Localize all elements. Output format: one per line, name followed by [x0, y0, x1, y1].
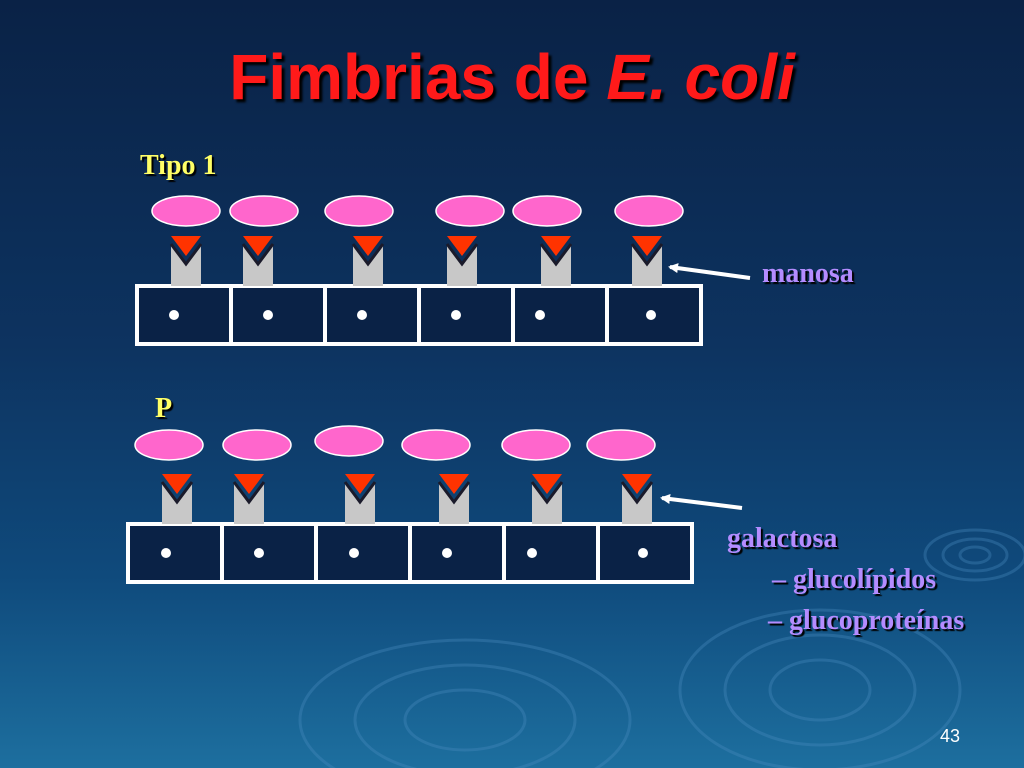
p-adhesin [134, 429, 204, 461]
p-cell-nucleus [254, 548, 264, 558]
galactosa-arrow [660, 494, 743, 510]
type1-cell-nucleus [535, 310, 545, 320]
type1-cell-nucleus [357, 310, 367, 320]
type1-adhesin [151, 195, 221, 227]
type1-label: Tipo 1 [140, 150, 217, 181]
type1-fimbria-tip [447, 236, 477, 256]
type1-adhesin [229, 195, 299, 227]
p-fimbria-tip [234, 474, 264, 494]
type1-receptor-notch [241, 243, 275, 267]
p-receptor-notch [232, 481, 266, 505]
p-receptor-notch [437, 481, 471, 505]
p-receptor-notch [530, 481, 564, 505]
p-adhesin [222, 429, 292, 461]
p-cell-nucleus [442, 548, 452, 558]
type1-fimbria-tip [171, 236, 201, 256]
type1-receptor-notch [539, 243, 573, 267]
type1-group [135, 195, 703, 346]
page-number: 43 [939, 726, 961, 746]
p-cell-nucleus [638, 548, 648, 558]
manosa-arrow [668, 263, 751, 280]
type1-receptor-notch [630, 243, 664, 267]
type1-receptor-notch [169, 243, 203, 267]
type1-adhesin [435, 195, 505, 227]
p-adhesin [314, 425, 384, 457]
type1-receptor-notch [445, 243, 479, 267]
type1-fimbria-tip [353, 236, 383, 256]
type1-adhesin [324, 195, 394, 227]
type1-fimbria-tip [632, 236, 662, 256]
p-adhesin [501, 429, 571, 461]
p-cell-nucleus [349, 548, 359, 558]
type1-cell-nucleus [263, 310, 273, 320]
slide-title: Fimbrias de E. coli [0, 40, 1024, 114]
glucolipidos-label: – glucolípidos [772, 564, 937, 595]
type1-adhesin [512, 195, 582, 227]
p-receptor-notch [343, 481, 377, 505]
type1-receptor-notch [351, 243, 385, 267]
p-adhesin [586, 429, 656, 461]
p-adhesin [401, 429, 471, 461]
type1-cell-nucleus [646, 310, 656, 320]
manosa-label: manosa [762, 258, 854, 289]
type1-cell-nucleus [169, 310, 179, 320]
p-fimbria-tip [162, 474, 192, 494]
p-fimbria-tip [622, 474, 652, 494]
type1-fimbria-tip [541, 236, 571, 256]
title-main-text: Fimbrias de [229, 41, 607, 113]
galactosa-label: galactosa [727, 523, 838, 554]
p-label: P [155, 393, 173, 424]
p-receptor-notch [160, 481, 194, 505]
p-fimbria-tip [532, 474, 562, 494]
type1-adhesin [614, 195, 684, 227]
glucoproteinas-label: – glucoproteínas [768, 605, 965, 636]
p-group [126, 425, 694, 584]
p-cell-nucleus [527, 548, 537, 558]
p-fimbria-tip [439, 474, 469, 494]
type1-cell-nucleus [451, 310, 461, 320]
title-species-text: E. coli [606, 41, 795, 113]
p-receptor-notch [620, 481, 654, 505]
type1-fimbria-tip [243, 236, 273, 256]
p-cell-nucleus [161, 548, 171, 558]
p-fimbria-tip [345, 474, 375, 494]
